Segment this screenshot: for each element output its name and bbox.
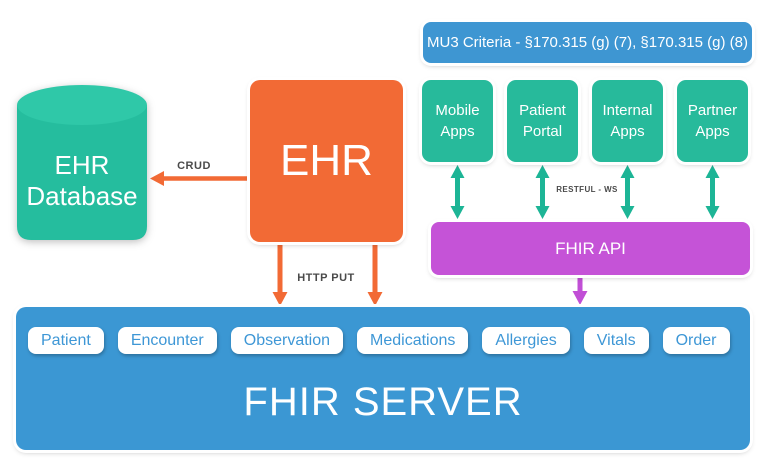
app-box-mobile-apps: Mobile Apps <box>422 80 493 162</box>
app-box-partner-apps: Partner Apps <box>677 80 748 162</box>
ehr-database-label: EHR Database <box>26 150 138 211</box>
mobile-apps-sync-arrow <box>450 165 465 219</box>
crud-arrow <box>150 171 251 186</box>
http-put-arrow-right <box>367 242 383 306</box>
app-box-internal-apps: Internal Apps <box>592 80 663 162</box>
partner-apps-sync-arrow <box>705 165 720 219</box>
fhir-api-box: FHIR API <box>431 222 750 275</box>
mu3-criteria-banner: MU3 Criteria - §170.315 (g) (7), §170.31… <box>423 22 752 63</box>
crud-label: CRUD <box>177 160 211 172</box>
resource-chip-encounter: Encounter <box>117 327 217 354</box>
app-box-patient-portal: Patient Portal <box>507 80 578 162</box>
http-put-label: HTTP PUT <box>297 272 355 284</box>
resource-chip-row: Patient Encounter Observation Medication… <box>28 327 738 354</box>
ehr-database-cylinder <box>17 85 147 240</box>
resource-chip-patient: Patient <box>28 327 104 354</box>
fhir-server-box: Patient Encounter Observation Medication… <box>16 307 750 450</box>
restful-ws-label: RESTFUL - WS <box>556 185 618 194</box>
resource-chip-allergies: Allergies <box>482 327 570 354</box>
database-cylinder-icon <box>17 85 147 240</box>
internal-apps-sync-arrow <box>620 165 635 219</box>
fhir-api-to-server-arrow <box>572 276 588 305</box>
resource-chip-medications: Medications <box>357 327 469 354</box>
ehr-box: EHR <box>250 80 403 242</box>
http-put-arrow-left <box>272 242 288 306</box>
resource-chip-vitals: Vitals <box>583 327 649 354</box>
resource-chip-order: Order <box>662 327 730 354</box>
fhir-server-title: FHIR SERVER <box>243 379 523 424</box>
resource-chip-observation: Observation <box>230 327 344 354</box>
patient-portal-sync-arrow <box>535 165 550 219</box>
